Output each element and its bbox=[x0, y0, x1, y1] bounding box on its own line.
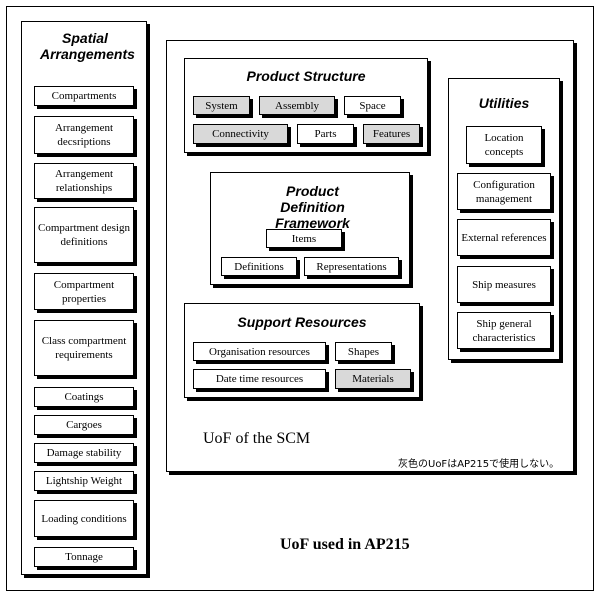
spatial-item-damage-stability: Damage stability bbox=[34, 443, 134, 463]
util-item-external-references: External references bbox=[457, 219, 551, 256]
spatial-item-compartment-properties: Compartment properties bbox=[34, 273, 134, 310]
ps-item-space: Space bbox=[344, 96, 401, 115]
spatial-item-arrangement-relationships: Arrangement relationships bbox=[34, 163, 134, 199]
product-structure-title: Product Structure bbox=[246, 68, 366, 84]
util-item-ship-general-characteristics: Ship general characteristics bbox=[457, 312, 551, 349]
util-item-configuration-management: Configuration management bbox=[457, 173, 551, 210]
spatial-item-lightship-weight: Lightship Weight bbox=[34, 471, 134, 491]
outer-frame bbox=[6, 6, 594, 591]
spatial-item-class-compartment-requirements: Class compartment requirements bbox=[34, 320, 134, 376]
spatial-item-cargoes: Cargoes bbox=[34, 415, 134, 435]
spatial-item-arrangement-descriptions: Arrangement decsriptions bbox=[34, 116, 134, 154]
ps-item-features: Features bbox=[363, 124, 420, 144]
pdf-item-items: Items bbox=[266, 229, 342, 248]
ps-item-system: System bbox=[193, 96, 250, 115]
pdf-title: Product Definition Framework bbox=[275, 183, 350, 231]
scm-label: UoF of the SCM bbox=[203, 430, 311, 447]
spatial-arrangements-title: Spatial Arrangements bbox=[40, 30, 135, 62]
pdf-item-representations: Representations bbox=[304, 257, 399, 276]
spatial-item-compartment-design-definitions: Compartment design definitions bbox=[34, 207, 134, 263]
ps-item-assembly: Assembly bbox=[259, 96, 335, 115]
footer-label: UoF used in AP215 bbox=[280, 536, 410, 553]
spatial-item-coatings: Coatings bbox=[34, 387, 134, 407]
sr-item-shapes: Shapes bbox=[335, 342, 392, 361]
util-item-ship-measures: Ship measures bbox=[457, 266, 551, 303]
spatial-item-tonnage: Tonnage bbox=[34, 547, 134, 567]
unused-note: 灰色のUoFはAP215で使用しない。 bbox=[398, 459, 560, 470]
pdf-item-definitions: Definitions bbox=[221, 257, 297, 276]
util-item-location-concepts: Location concepts bbox=[466, 126, 542, 164]
utilities-title: Utilities bbox=[478, 95, 530, 111]
sr-item-materials: Materials bbox=[335, 369, 411, 389]
ps-item-connectivity: Connectivity bbox=[193, 124, 288, 144]
sr-item-date-time-resources: Date time resources bbox=[193, 369, 326, 389]
spatial-item-loading-conditions: Loading conditions bbox=[34, 500, 134, 537]
ps-item-parts: Parts bbox=[297, 124, 354, 144]
spatial-item-compartments: Compartments bbox=[34, 86, 134, 106]
sr-item-organisation-resources: Organisation resources bbox=[193, 342, 326, 361]
support-resources-title: Support Resources bbox=[237, 314, 367, 330]
